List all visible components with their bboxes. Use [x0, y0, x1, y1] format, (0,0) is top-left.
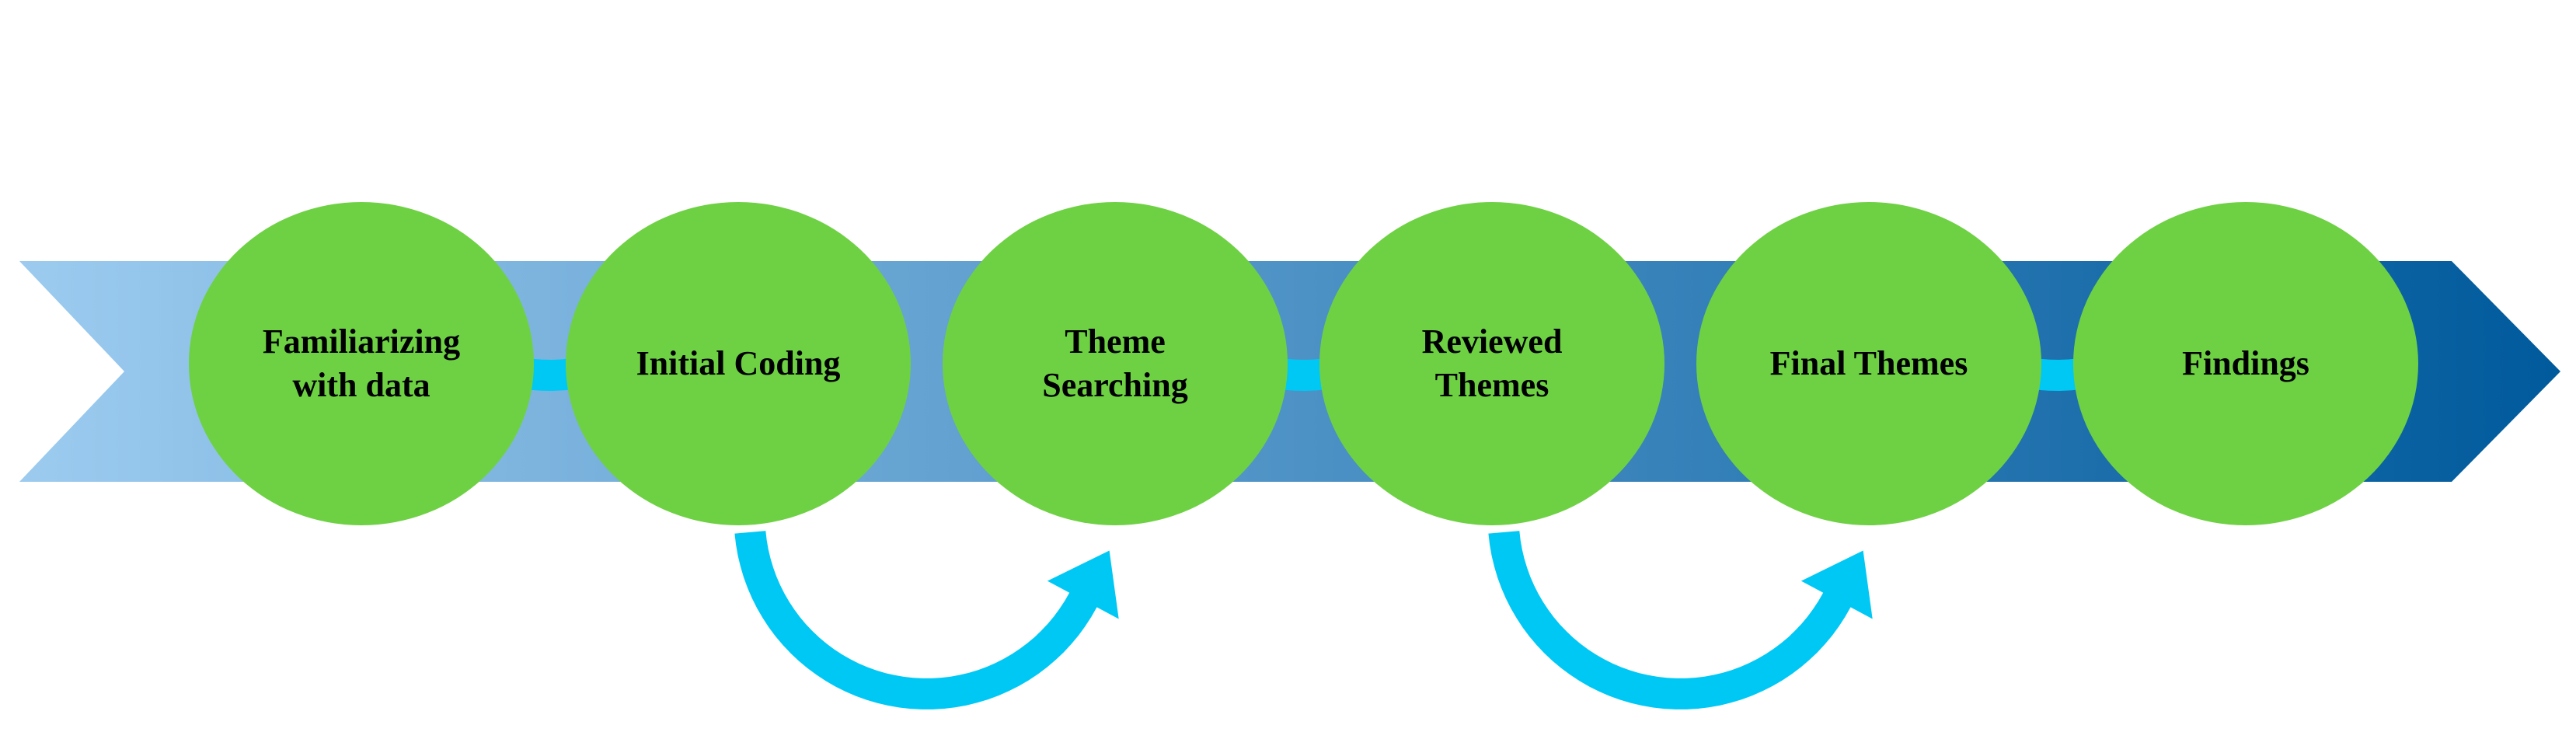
step-findings-label: Findings	[2182, 343, 2309, 382]
step-final-themes-circle	[1696, 202, 2041, 525]
step-circles	[189, 202, 2418, 525]
step-familiarizing-with-data-circle	[189, 202, 534, 525]
step-reviewed-themes-label: Reviewed Themes	[1421, 322, 1563, 404]
step-theme-searching-label: Theme Searching	[1042, 322, 1188, 404]
step-initial-coding-circle	[566, 202, 911, 525]
curved-arrow-4-bottom	[1488, 531, 1873, 709]
step-final-themes-label: Final Themes	[1769, 343, 1968, 382]
step-findings-circle	[2073, 202, 2418, 525]
step-initial-coding-label: Initial Coding	[636, 343, 841, 382]
step-reviewed-themes-circle	[1319, 202, 1664, 525]
step-familiarizing-with-data-label: Familiarizing with data	[262, 322, 461, 404]
curved-arrow-2-bottom	[734, 531, 1119, 709]
step-theme-searching-circle	[943, 202, 1288, 525]
